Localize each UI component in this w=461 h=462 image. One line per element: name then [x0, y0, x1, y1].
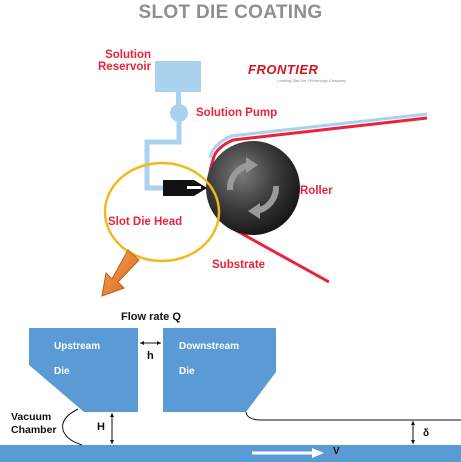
- slot-die-slot: [187, 186, 201, 189]
- vacuum-chamber-label-line1: Vacuum: [11, 411, 52, 423]
- substrate-bar: [0, 445, 461, 462]
- reservoir-label-line1: Solution: [105, 49, 152, 61]
- gap-H-arrowhead-top: [110, 413, 114, 417]
- roller-label: Roller: [300, 185, 333, 197]
- gap-h-label: h: [147, 350, 154, 362]
- pump-label: Solution Pump: [196, 107, 278, 119]
- upstream-die: [29, 328, 138, 412]
- substrate-web: [211, 116, 428, 161]
- downstream-die-label-line1: Downstream: [179, 341, 240, 352]
- solution-reservoir: [155, 61, 201, 92]
- brand-tagline: Leading Slot Die Technology Company: [277, 78, 347, 83]
- die-head-label: Slot Die Head: [108, 216, 183, 228]
- rotation-arrowhead-2: [248, 203, 260, 219]
- gap-H-arrowhead-bottom: [110, 440, 114, 444]
- feed-pipe: [144, 122, 182, 191]
- upstream-die-label-line1: Upstream: [54, 341, 101, 352]
- gap-H-label: H: [97, 421, 105, 433]
- downstream-die: [163, 328, 276, 412]
- velocity-label: V: [333, 446, 340, 457]
- film-thickness-label: δ: [423, 428, 430, 439]
- gap-h-arrowhead-right: [157, 341, 161, 345]
- film-thickness-arrowhead-bottom: [411, 440, 415, 444]
- gap-h-arrowhead-left: [140, 341, 144, 345]
- roller: [206, 141, 300, 235]
- velocity-arrowhead: [312, 448, 324, 458]
- vacuum-chamber-label: Vacuum Chamber: [11, 411, 57, 437]
- film-surface: [245, 411, 461, 421]
- upstream-die-label-line2: Die: [54, 366, 70, 377]
- reservoir-pipe: [176, 92, 181, 106]
- coating-layer: [208, 112, 428, 159]
- slot-die-head: [163, 180, 207, 196]
- brand-logo: FRONTIER: [248, 62, 319, 77]
- film-thickness-arrowhead-top: [411, 421, 415, 425]
- highlight-ellipse: [103, 161, 221, 263]
- flow-rate-label: Flow rate Q: [121, 311, 181, 323]
- downstream-die-label-line2: Die: [179, 366, 195, 377]
- upstream-meniscus: [62, 408, 83, 446]
- vacuum-chamber-label-line2: Chamber: [11, 424, 57, 436]
- reservoir-label: Solution Reservoir: [98, 49, 151, 73]
- solution-pump: [170, 104, 188, 122]
- reservoir-label-line2: Reservoir: [98, 61, 152, 73]
- rotation-arrowhead-1: [246, 157, 258, 173]
- page-title: SLOT DIE COATING: [138, 2, 323, 23]
- pointer-arrow: [101, 249, 140, 297]
- substrate-label: Substrate: [212, 259, 266, 271]
